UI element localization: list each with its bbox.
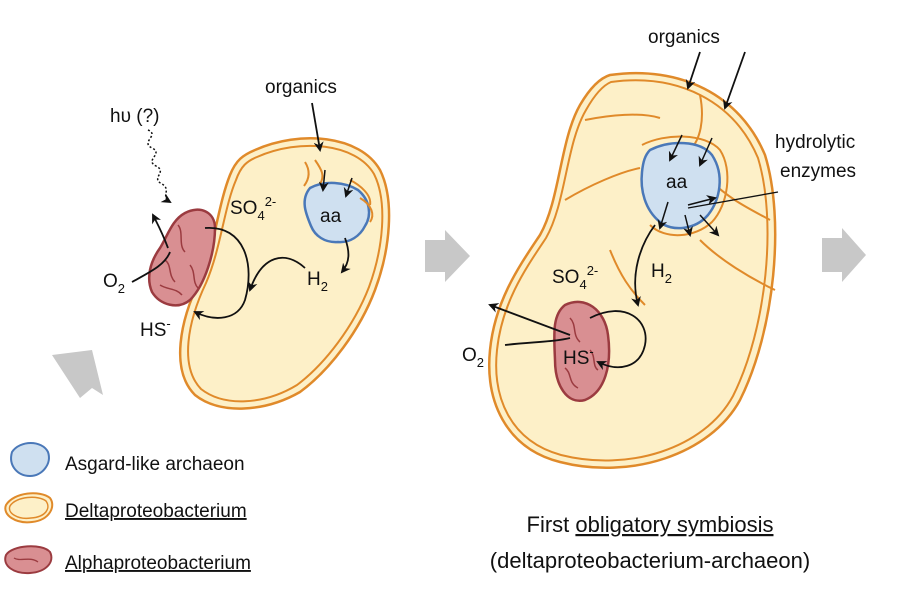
o2-label-2: O2	[462, 345, 484, 370]
legend-label-archaeon: Asgard-like archaeon	[65, 454, 245, 475]
transition-arrow-right	[822, 228, 866, 282]
panel-1: hυ (?) organics SO42- aa O2 H2 HS-	[103, 77, 391, 410]
h2-label-1: H2	[307, 269, 328, 294]
hs-label-1: HS-	[140, 316, 171, 341]
caption-line-2: (deltaproteobacterium-archaeon)	[490, 548, 810, 573]
organics-label-2: organics	[648, 27, 720, 48]
light-squiggle	[147, 129, 172, 204]
legend-swatch-archaeon	[10, 442, 50, 478]
o2-label-1: O2	[103, 271, 125, 296]
caption-line-1: First obligatory symbiosis	[527, 512, 774, 537]
enzymes-label: enzymes	[780, 161, 856, 182]
organics-label-1: organics	[265, 77, 337, 98]
deltaproteobacterium-cell-2	[488, 71, 777, 469]
hydrolytic-label: hydrolytic	[775, 132, 855, 153]
hs-label-2: HS-	[563, 344, 594, 369]
aa-label-2: aa	[666, 172, 688, 193]
panel-2: organics hydrolytic enzymes aa SO42- H2 …	[462, 27, 856, 469]
legend-label-alpha: Alphaproteobacterium	[65, 553, 251, 574]
transition-arrow-middle	[425, 230, 470, 282]
alphaproteobacterium-2	[553, 300, 611, 403]
light-label: hυ (?)	[110, 106, 159, 127]
h2-label-2: H2	[651, 261, 672, 286]
legend-label-delta: Deltaproteobacterium	[65, 501, 247, 522]
deltaproteobacterium-cell-1	[178, 137, 391, 410]
transition-arrow-left	[52, 350, 103, 398]
caption: First obligatory symbiosis (deltaproteob…	[490, 512, 810, 573]
legend: Asgard-like archaeon Deltaproteobacteriu…	[4, 442, 251, 575]
alphaproteobacterium-1	[148, 208, 217, 307]
aa-label-1: aa	[320, 206, 342, 227]
sulfate-label-1: SO42-	[230, 194, 276, 223]
sulfate-label-2: SO42-	[552, 263, 598, 292]
